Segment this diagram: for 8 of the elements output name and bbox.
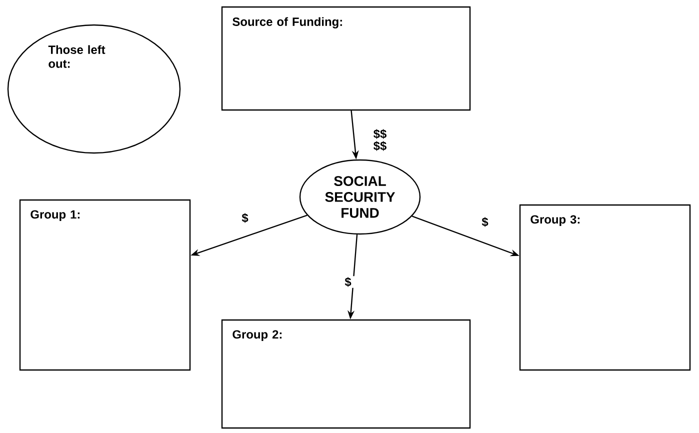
- edge-label: $: [475, 216, 495, 228]
- rectangle-box: Group 1:: [19, 199, 191, 371]
- rectangle-box: Group 2:: [221, 319, 471, 429]
- edge-label: $: [338, 276, 358, 288]
- edge-label: $$ $$: [370, 128, 390, 152]
- edge-label: $: [235, 212, 255, 224]
- rectangle-box: Group 3:: [519, 204, 691, 371]
- rectangle-box: Source of Funding:: [221, 6, 471, 111]
